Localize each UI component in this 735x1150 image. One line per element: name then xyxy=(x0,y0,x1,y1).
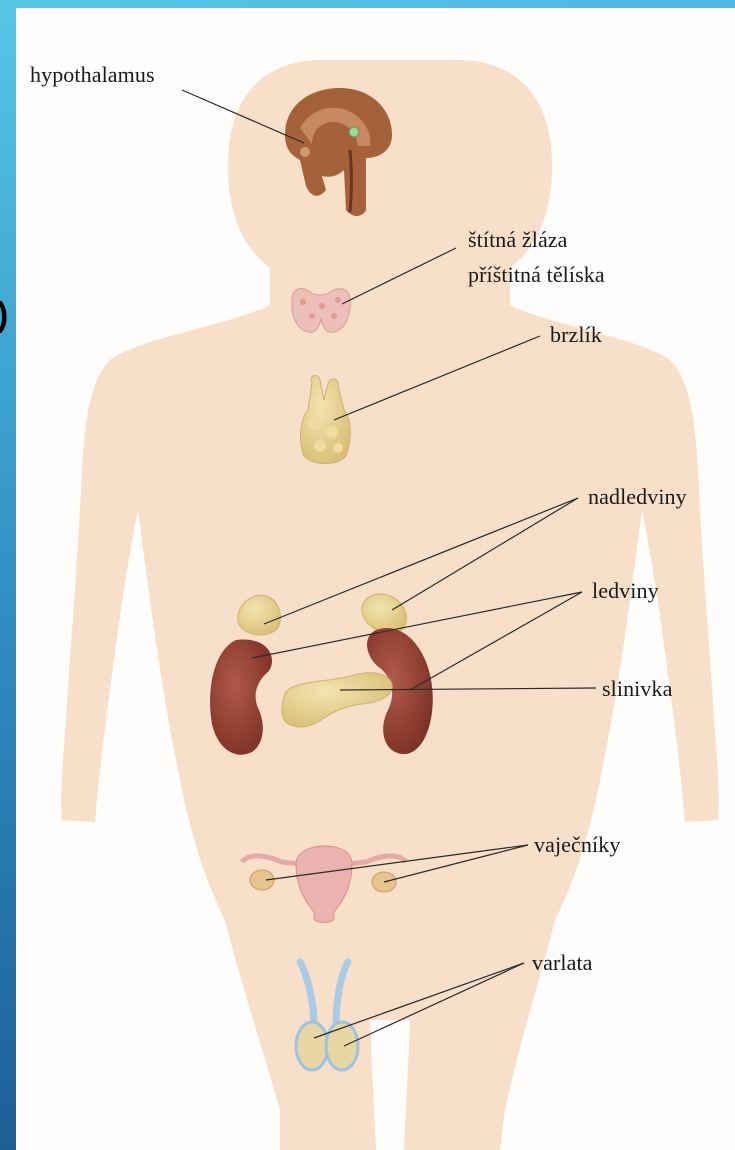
label-thyroid: štítná žláza xyxy=(468,227,568,253)
label-thymus: brzlík xyxy=(550,322,602,348)
label-ovaries: vaječníky xyxy=(534,832,620,858)
label-hypothalamus: hypothalamus xyxy=(30,62,155,88)
leg-gap xyxy=(370,1020,410,1150)
label-parathyroid: příštitná tělíska xyxy=(468,262,605,288)
label-testes: varlata xyxy=(532,950,593,976)
label-adrenal-glands: nadledviny xyxy=(588,484,687,510)
label-kidneys: ledviny xyxy=(592,578,659,604)
label-pancreas: slinivka xyxy=(602,676,672,702)
